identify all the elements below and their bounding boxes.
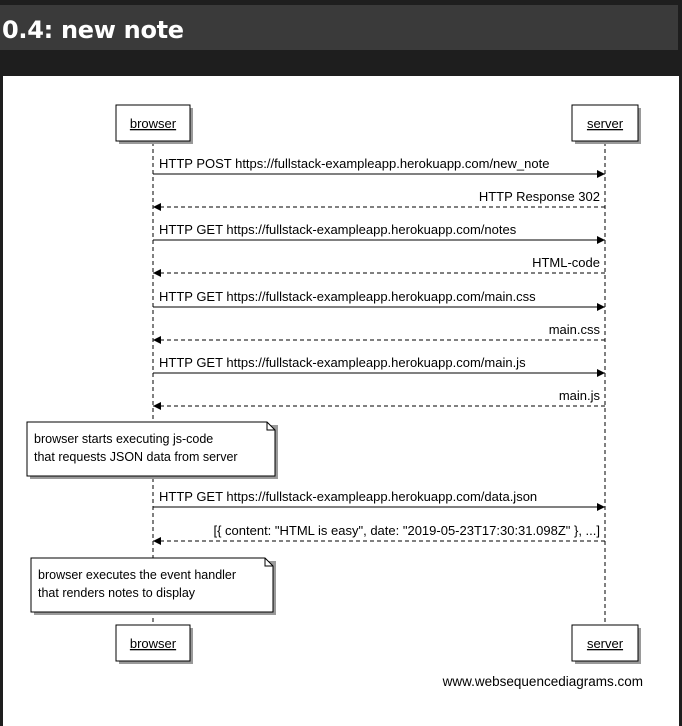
message-label: HTTP GET https://fullstack-exampleapp.he… bbox=[159, 222, 517, 237]
message-10: [{ content: "HTML is easy", date: "2019-… bbox=[153, 523, 605, 545]
message-label: HTTP POST https://fullstack-exampleapp.h… bbox=[159, 156, 549, 171]
message-6: main.css bbox=[153, 322, 605, 344]
note-line: that renders notes to display bbox=[38, 586, 196, 600]
message-label: HTTP GET https://fullstack-exampleapp.he… bbox=[159, 289, 536, 304]
message-5: HTTP GET https://fullstack-exampleapp.he… bbox=[153, 289, 605, 311]
note-2: browser executes the event handler that r… bbox=[30, 557, 276, 615]
actor-label-browser: browser bbox=[130, 636, 177, 651]
actor-label-browser: browser bbox=[130, 116, 177, 131]
actor-box-browser-top: browser bbox=[115, 104, 193, 144]
actor-box-browser-bottom: browser bbox=[115, 624, 193, 664]
message-3: HTTP GET https://fullstack-exampleapp.he… bbox=[153, 222, 605, 244]
message-label: [{ content: "HTML is easy", date: "2019-… bbox=[213, 523, 600, 538]
sequence-diagram: browser server browser server HTTP POST htt… bbox=[26, 104, 643, 689]
websequencediagrams-credit[interactable]: www.websequencediagrams.com bbox=[442, 674, 643, 689]
actor-box-server-bottom: server bbox=[571, 624, 641, 664]
message-8: main.js bbox=[153, 388, 605, 410]
message-label: main.css bbox=[549, 322, 601, 337]
message-label: main.js bbox=[559, 388, 601, 403]
message-2: HTTP Response 302 bbox=[153, 189, 605, 211]
note-1: browser starts executing js-code that req… bbox=[26, 421, 278, 479]
message-1: HTTP POST https://fullstack-exampleapp.h… bbox=[153, 156, 605, 178]
message-label: HTTP GET https://fullstack-exampleapp.he… bbox=[159, 489, 537, 504]
message-label: HTTP Response 302 bbox=[479, 189, 600, 204]
actor-label-server: server bbox=[587, 116, 624, 131]
title-bar: 0.4: new note bbox=[0, 5, 678, 50]
message-9: HTTP GET https://fullstack-exampleapp.he… bbox=[153, 489, 605, 511]
sequence-diagram-panel: browser server browser server HTTP POST htt… bbox=[3, 76, 679, 726]
actor-label-server: server bbox=[587, 636, 624, 651]
actor-box-server-top: server bbox=[571, 104, 641, 144]
note-line: browser executes the event handler bbox=[38, 568, 236, 582]
note-line: browser starts executing js-code bbox=[34, 432, 213, 446]
message-4: HTML-code bbox=[153, 255, 605, 277]
page-title: 0.4: new note bbox=[2, 16, 184, 44]
note-line: that requests JSON data from server bbox=[34, 450, 238, 464]
header-spacer bbox=[0, 50, 682, 76]
message-7: HTTP GET https://fullstack-exampleapp.he… bbox=[153, 355, 605, 377]
message-label: HTTP GET https://fullstack-exampleapp.he… bbox=[159, 355, 526, 370]
message-label: HTML-code bbox=[532, 255, 600, 270]
